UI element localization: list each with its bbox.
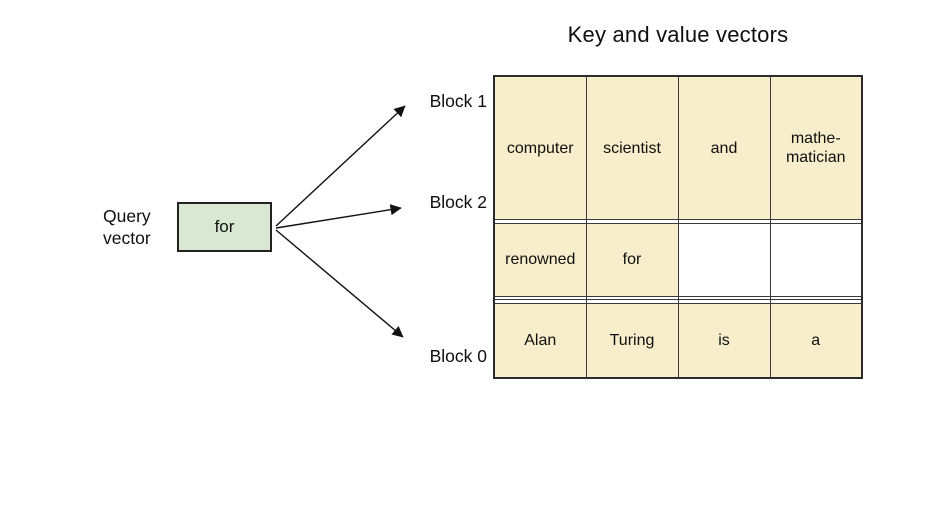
block-2-label: Block 2	[429, 192, 487, 212]
table-row: Alan Turing is a	[493, 302, 863, 379]
table-cell: a	[769, 302, 863, 379]
table-cell: for	[585, 222, 679, 297]
table-cell: is	[677, 302, 771, 379]
table-cell: and	[677, 75, 771, 221]
table-cell: Alan	[493, 302, 587, 379]
table-cell: renowned	[493, 222, 587, 297]
table-cell: computer	[493, 75, 587, 221]
block-1-label: Block 1	[429, 91, 487, 111]
table-row: renowned for	[493, 222, 863, 297]
arrow-to-block-0	[275, 229, 404, 338]
table-cell	[769, 222, 863, 297]
table-cell: scientist	[585, 75, 679, 221]
table-cell: mathe-matician	[769, 75, 863, 221]
table-cell: Turing	[585, 302, 679, 379]
diagram-title: Key and value vectors	[567, 22, 789, 47]
table-row: computer scientist and mathe-matician	[493, 75, 863, 221]
table-cell	[677, 222, 771, 297]
query-vector-box: for	[177, 202, 272, 252]
query-label-line-2: vector	[103, 228, 151, 248]
key-value-table: computer scientist and mathe-matician re…	[493, 75, 863, 379]
block-0-label: Block 0	[429, 346, 487, 366]
query-box-text: for	[214, 217, 235, 236]
query-label-line-1: Query	[103, 206, 151, 226]
query-vector-label: Query vector	[103, 205, 151, 249]
